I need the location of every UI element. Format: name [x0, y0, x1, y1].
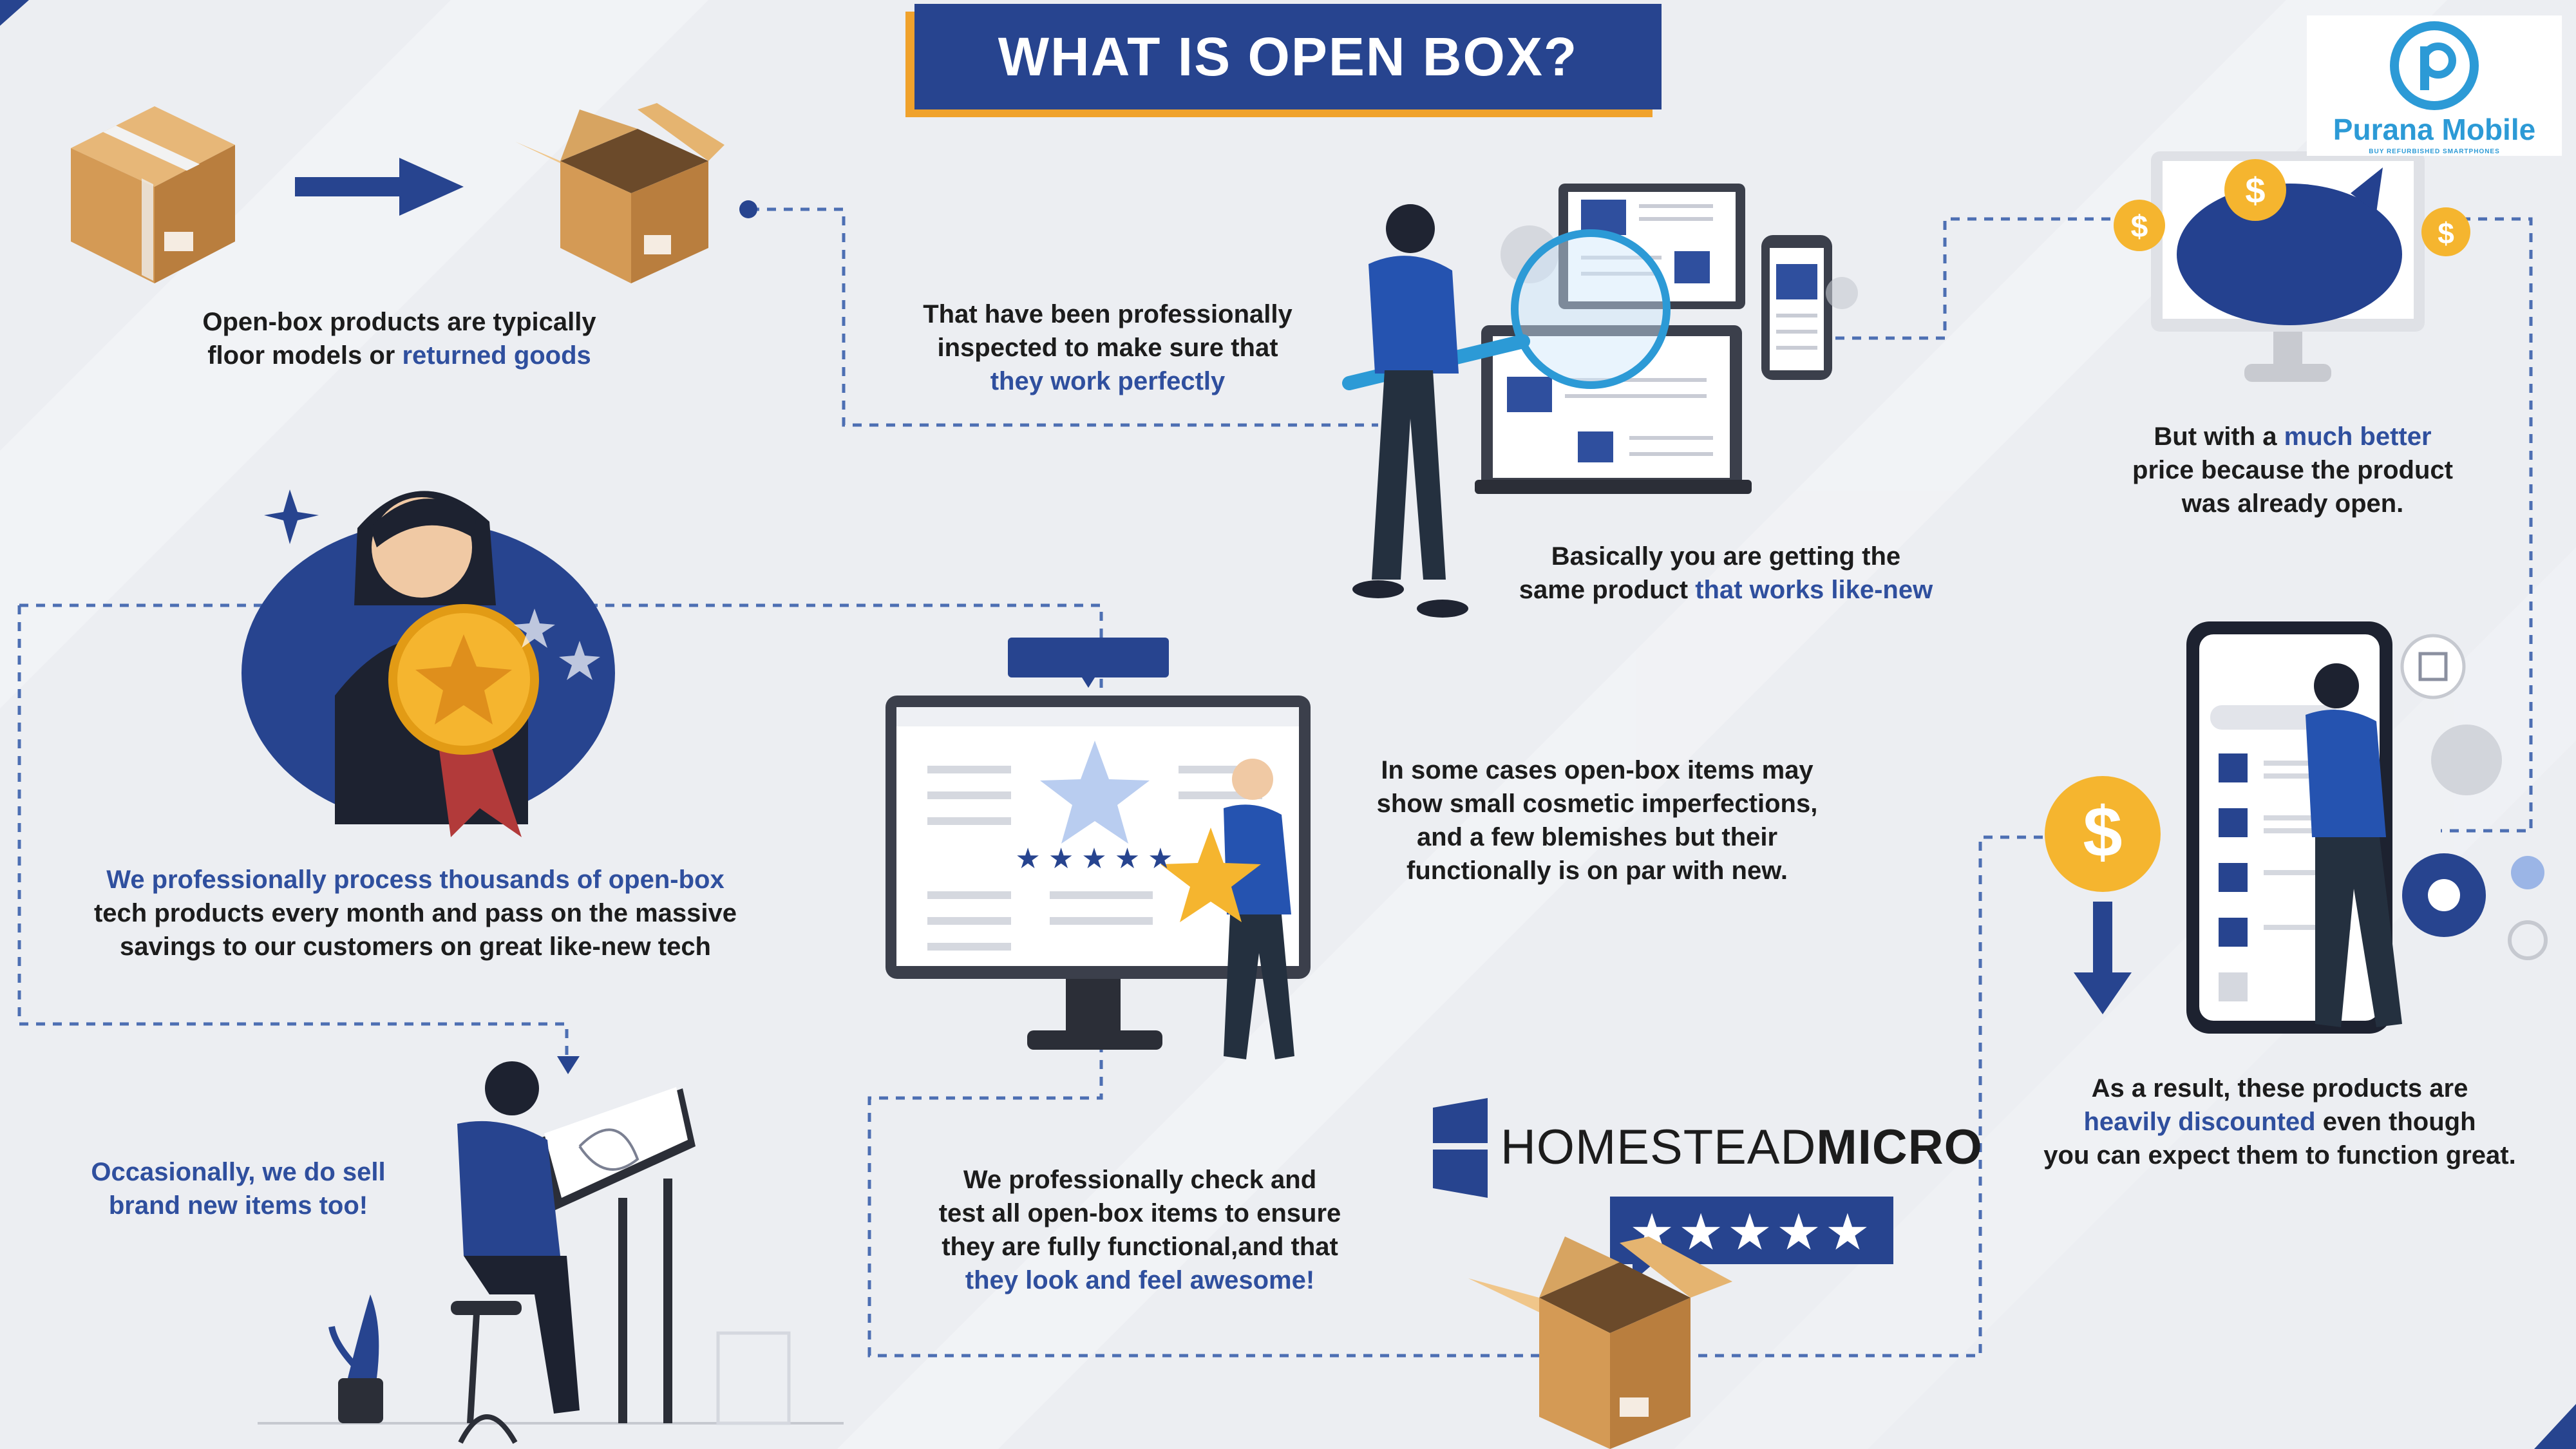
purana-p-icon — [2390, 21, 2479, 110]
review-monitor-illustration — [886, 638, 1311, 1059]
cosmetic-line1: In some cases open-box items may — [1381, 756, 1814, 784]
like-new-line1: Basically you are getting the — [1551, 542, 1901, 571]
works-like-new-highlight: that works like-new — [1695, 576, 1933, 604]
check-test-text: We professionally check and test all ope… — [869, 1163, 1410, 1297]
svg-text:$: $ — [2083, 793, 2122, 872]
monitor-star-row-icon: ★★★★★ — [1015, 843, 1180, 875]
discounted-text: As a result, these products are heavily … — [1990, 1072, 2570, 1172]
heavily-discounted-highlight: heavily discounted — [2083, 1108, 2316, 1136]
connector-dot — [739, 200, 757, 218]
cosmetic-line4: functionally is on par with new. — [1406, 857, 1788, 885]
piggy-bank-illustration: $ $ $ — [2114, 151, 2470, 382]
floor-models-line2: floor models or returned goods — [129, 339, 670, 372]
cosmetic-text: In some cases open-box items may show sm… — [1320, 753, 1874, 887]
cosmetic-line3: and a few blemishes but their — [1416, 823, 1778, 851]
returned-goods-highlight: returned goods — [402, 341, 591, 370]
inspected-line2: inspected to make sure that — [937, 334, 1278, 362]
homestead-micro-logo-icon — [1433, 1098, 1488, 1198]
much-better-highlight: much better — [2284, 422, 2432, 451]
logo-tagline: BUY REFURBISHED SMARTPHONES — [2369, 148, 2500, 155]
better-price-line1-plain: But with a — [2154, 422, 2284, 451]
check-test-line2: test all open-box items to ensure — [938, 1199, 1341, 1227]
page-title: WHAT IS OPEN BOX? — [998, 26, 1578, 87]
brand-name-bold: MICRO — [1816, 1120, 1983, 1175]
inspected-text: That have been professionally inspected … — [837, 298, 1378, 398]
closed-box-illustration — [71, 106, 235, 283]
better-price-text: But with a much better price because the… — [2061, 420, 2524, 520]
better-price-line3: was already open. — [2181, 489, 2404, 518]
svg-text:$: $ — [2131, 210, 2148, 244]
like-new-text: Basically you are getting the same produ… — [1430, 540, 2022, 607]
inspector-illustration — [1342, 184, 1858, 618]
work-perfectly-highlight: they work perfectly — [990, 367, 1226, 395]
logo-name: Purana Mobile — [2333, 113, 2536, 146]
brand-new-line2: brand new items too! — [108, 1191, 368, 1220]
like-new-line2: same product that works like-new — [1430, 573, 2022, 607]
check-test-line1: We professionally check and — [963, 1166, 1317, 1194]
brand-new-text: Occasionally, we do sell brand new items… — [26, 1155, 451, 1222]
brand-new-line1: Occasionally, we do sell — [91, 1158, 386, 1186]
discounted-line2-plain: even though — [2315, 1108, 2476, 1136]
phone-checklist-illustration: $ — [2045, 621, 2548, 1034]
svg-text:★★★★★: ★★★★★ — [1015, 843, 1180, 875]
process-line1-highlight: We professionally process thousands of o… — [106, 866, 724, 894]
title-banner: WHAT IS OPEN BOX? — [914, 4, 1662, 109]
svg-text:$: $ — [2438, 216, 2454, 250]
right-arrow-icon — [295, 158, 464, 216]
better-price-line2: price because the product — [2132, 456, 2453, 484]
look-feel-awesome-highlight: they look and feel awesome! — [965, 1266, 1315, 1294]
like-new-line2-plain: same product — [1519, 576, 1696, 604]
open-box-illustration — [515, 103, 724, 283]
inspected-line1: That have been professionally — [923, 300, 1293, 328]
check-test-line3: they are fully functional,and that — [942, 1233, 1338, 1261]
designer-illustration — [258, 1061, 844, 1444]
discounted-line2: heavily discounted even though — [1990, 1105, 2570, 1139]
brand-name-regular: HOMESTEAD — [1501, 1120, 1817, 1175]
discounted-line3: you can expect them to function great. — [2043, 1141, 2516, 1170]
svg-text:$: $ — [2245, 170, 2265, 211]
process-line2: tech products every month and pass on th… — [93, 899, 737, 927]
purana-mobile-logo[interactable]: Purana Mobile BUY REFURBISHED SMARTPHONE… — [2307, 15, 2562, 156]
floor-models-line1: Open-box products are typically — [202, 308, 596, 336]
process-text: We professionally process thousands of o… — [26, 863, 805, 963]
process-line3: savings to our customers on great like-n… — [119, 933, 711, 961]
cosmetic-line2: show small cosmetic imperfections, — [1376, 790, 1818, 818]
floor-models-line2-plain: floor models or — [207, 341, 402, 370]
homestead-micro-wordmark[interactable]: HOMESTEADMICRO — [1501, 1119, 1983, 1175]
better-price-line1: But with a much better — [2061, 420, 2524, 453]
floor-models-text: Open-box products are typically floor mo… — [129, 305, 670, 372]
discounted-line1: As a result, these products are — [2091, 1074, 2468, 1103]
open-box-bottom-illustration — [1468, 1236, 1732, 1449]
woman-medal-illustration — [242, 489, 615, 837]
